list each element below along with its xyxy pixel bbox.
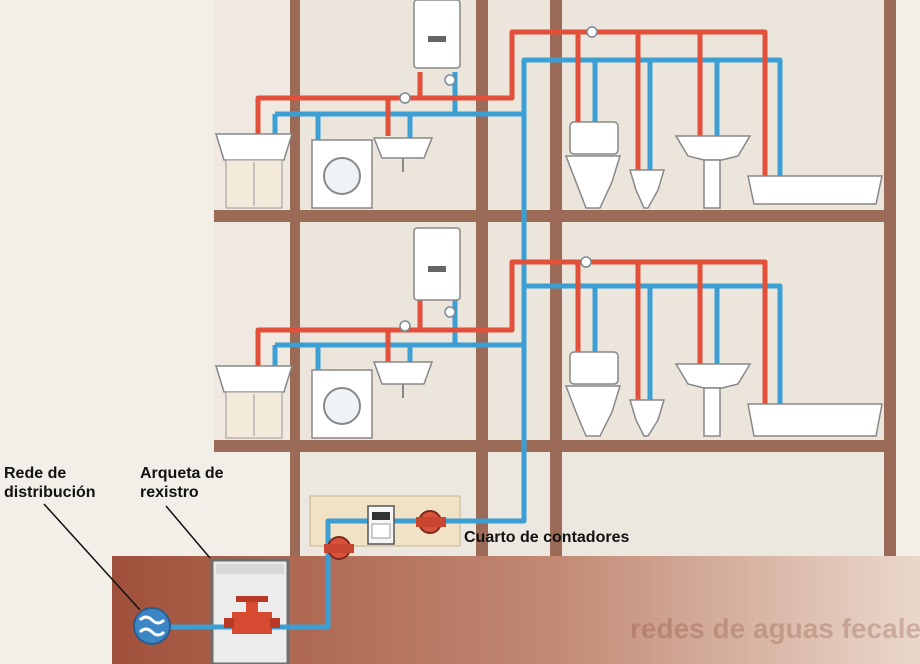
bathtub-lower [747, 403, 883, 437]
wall-mid-b [550, 0, 562, 556]
hot-water-pipes [255, 29, 768, 404]
bathtub-upper [747, 175, 883, 205]
registration-valve [224, 596, 280, 634]
bidet-lower [628, 399, 666, 437]
basin-upper [674, 135, 752, 209]
washing-machine-lower [311, 369, 373, 439]
water-meter [367, 505, 395, 545]
wall-mid-a [476, 0, 488, 556]
label-meter-room-text: Cuarto de contadores [464, 529, 630, 546]
basin-lower [674, 363, 752, 437]
meter-valve-right [416, 510, 446, 534]
meter-valve-left [324, 536, 354, 560]
label-registration-box-line1: Arqueta de [140, 465, 224, 482]
sink-upper [372, 137, 434, 172]
label-distribution-network-line1: Rede de [4, 465, 67, 482]
water-heater-upper [413, 0, 461, 69]
label-registration-box: Arqueta de rexistro [140, 464, 280, 502]
toilet-upper [564, 121, 622, 209]
wall-right [884, 0, 896, 556]
label-distribution-network-line2: distribución [4, 484, 96, 501]
pipe-valves [399, 26, 598, 332]
vanity-lower [214, 365, 294, 439]
label-distribution-network: Rede de distribución [4, 464, 144, 502]
toilet-lower [564, 351, 622, 437]
svg-text:redes de aguas fecales y pluvi: redes de aguas fecales y pluviales [630, 613, 920, 644]
label-meter-room: Cuarto de contadores [464, 528, 684, 547]
washing-machine-upper [311, 139, 373, 209]
label-registration-box-line2: rexistro [140, 484, 199, 501]
water-heater-lower [413, 227, 461, 301]
floor-slab-lower [214, 440, 896, 452]
label-leaders [43, 503, 211, 611]
floor-slab-upper [214, 210, 896, 222]
wall-left [290, 0, 300, 556]
building [214, 0, 896, 556]
bidet-upper [628, 169, 666, 209]
vanity-upper [214, 133, 294, 209]
sink-lower [372, 361, 434, 398]
distribution-main [133, 607, 171, 645]
